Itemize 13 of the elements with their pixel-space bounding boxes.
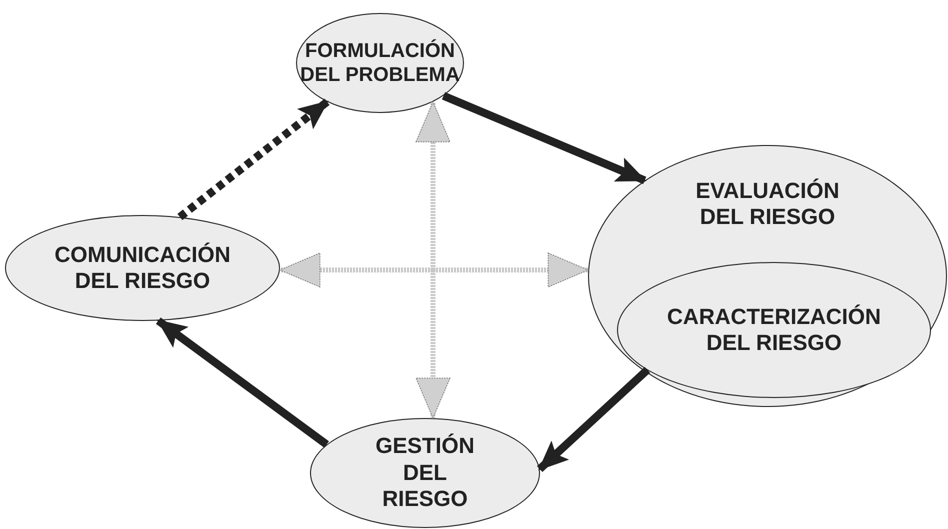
node-label: EVALUACIÓN DEL RIESGO bbox=[694, 178, 840, 231]
arrow bbox=[433, 252, 589, 288]
arrow bbox=[280, 252, 433, 288]
node-label: COMUNICACIÓN DEL RIESGO bbox=[54, 242, 232, 294]
node-label: CARACTERIZACIÓN DEL RIESGO bbox=[666, 304, 882, 356]
node-label: FORMULACIÓN DEL PROBLEMA bbox=[300, 39, 460, 87]
arrow bbox=[537, 366, 650, 472]
node-label: GESTIÓN DEL RIESGO bbox=[374, 433, 476, 513]
arrow bbox=[177, 98, 330, 220]
arrow bbox=[156, 317, 329, 448]
arrow bbox=[416, 270, 450, 418]
arrow bbox=[416, 101, 450, 270]
arrow bbox=[442, 92, 647, 184]
